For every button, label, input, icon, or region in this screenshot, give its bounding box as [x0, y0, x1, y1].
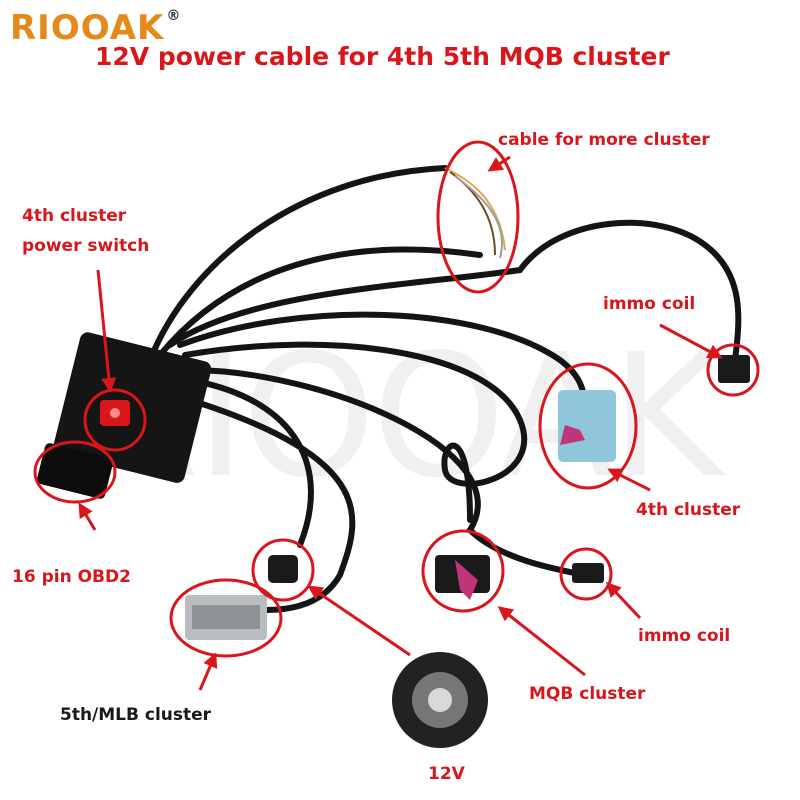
cable-immo-top [167, 219, 742, 363]
cable-12v [187, 377, 314, 548]
label-cable-more: cable for more cluster [498, 130, 710, 150]
label-switch-line2: power switch [22, 236, 150, 256]
cable-4th [177, 311, 588, 413]
connector-4th [558, 390, 616, 462]
cable-mqb [182, 341, 527, 523]
cable-main [147, 165, 448, 363]
circle-obd [33, 440, 117, 504]
registered-mark: ® [166, 8, 182, 24]
circle-4th [538, 362, 638, 490]
cable-top-loop [157, 246, 483, 358]
annotation-arrows [78, 155, 723, 691]
label-switch-line1: 4th cluster [22, 206, 127, 226]
label-12v: 12V [428, 764, 465, 784]
wire-bundle [444, 167, 506, 259]
annotation-circles [33, 140, 760, 658]
circle-mqb [421, 529, 505, 613]
label-4th-cluster: 4th cluster [636, 500, 741, 520]
circle-immo-top [706, 343, 760, 397]
connector-immo-top [718, 355, 750, 383]
cable-immo-bottom [187, 367, 588, 578]
connector-mqb [435, 555, 490, 600]
page-title: 12V power cable for 4th 5th MQB cluster [95, 42, 670, 71]
brand-logo: RIOOAK® [10, 8, 181, 48]
circle-cable-more [436, 140, 520, 294]
connector-immo-bottom [572, 563, 604, 583]
label-mqb: MQB cluster [529, 684, 646, 704]
label-immo-top: immo coil [603, 294, 696, 314]
cable-mlb [187, 397, 356, 613]
circle-immo-bottom [559, 547, 613, 601]
label-obd: 16 pin OBD2 [12, 567, 131, 587]
connector-12v-zoom [392, 652, 488, 748]
cable-bundle [147, 165, 742, 613]
circle-mlb [169, 578, 283, 658]
label-immo-bottom: immo coil [638, 626, 731, 646]
brand-name: RIOOAK [10, 8, 165, 48]
connector-12v [268, 555, 298, 583]
connector-mlb [185, 595, 267, 640]
circle-12v [251, 538, 315, 602]
label-mlb: 5th/MLB cluster [60, 705, 212, 725]
